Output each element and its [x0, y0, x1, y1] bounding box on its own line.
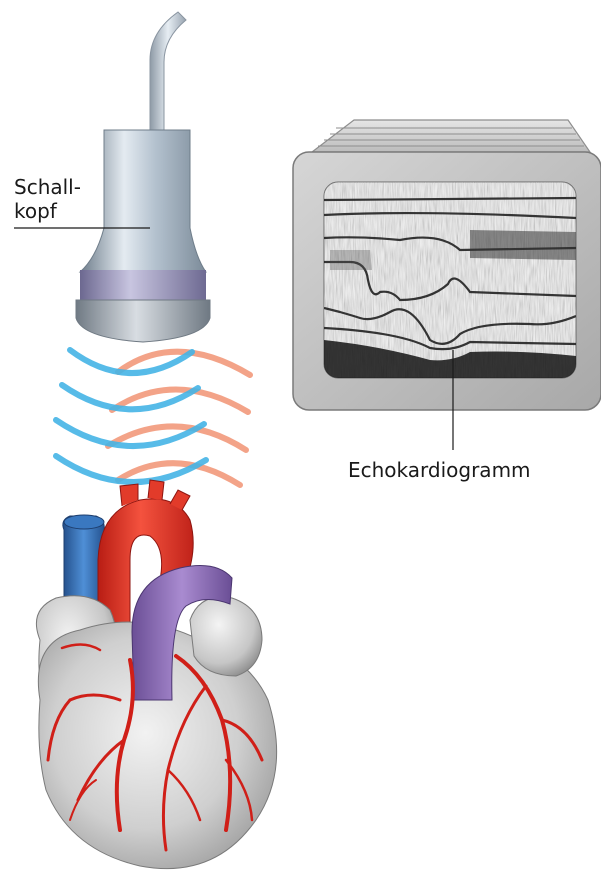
probe-label-line1: Schall-	[14, 175, 81, 199]
echocardiogram-trace	[324, 182, 576, 378]
ultrasound-monitor	[293, 120, 601, 450]
ultrasound-probe	[76, 12, 210, 342]
heart-left-atrium	[190, 597, 262, 676]
ultrasound-waves	[56, 350, 250, 485]
probe-foot	[76, 300, 210, 342]
echocardiogram-label: Echokardiogramm	[348, 458, 531, 482]
monitor-top	[312, 120, 590, 152]
probe-label: Schall- kopf	[14, 175, 81, 223]
probe-label-line2: kopf	[14, 199, 81, 223]
probe-body	[80, 130, 206, 272]
heart	[36, 480, 276, 869]
probe-cable	[150, 12, 186, 135]
probe-collar	[80, 270, 206, 302]
